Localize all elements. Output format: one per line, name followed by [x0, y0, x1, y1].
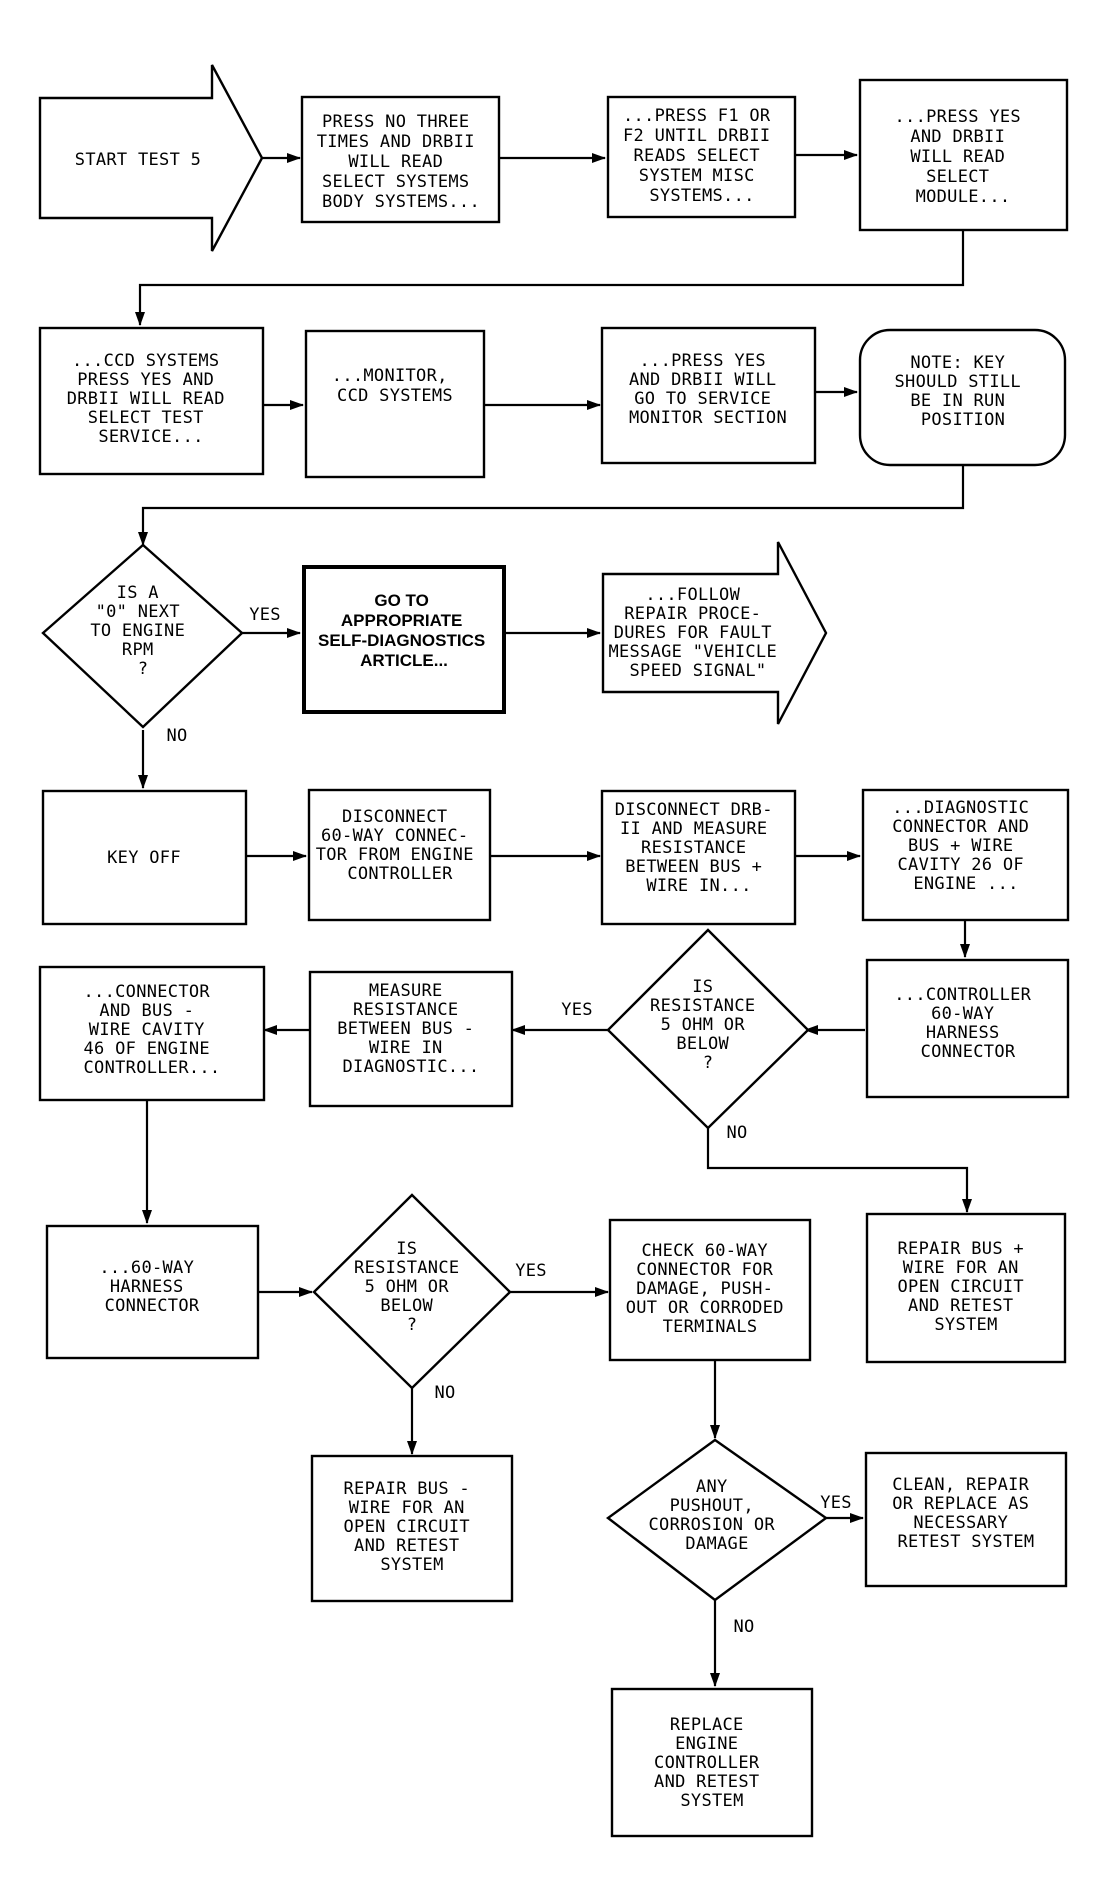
d4-text: ANY PUSHOUT, CORROSION OR DAMAGE: [649, 1477, 786, 1554]
n16-text: ...CONNECTOR AND BUS - WIRE CAVITY 46 OF…: [84, 982, 221, 1078]
box-n1: [300, 95, 501, 224]
d1-text: IS A "0" NEXT TO ENGINE RPM ?: [90, 583, 195, 679]
box-n13: [861, 788, 1070, 922]
edges: [135, 150, 972, 1687]
box-n7: [858, 328, 1067, 467]
box-n6: [600, 326, 817, 465]
d1-yes-label: YES: [249, 605, 281, 625]
box-n20: [310, 1454, 514, 1603]
n10-text: KEY OFF: [107, 848, 181, 868]
box-n10: [41, 789, 248, 926]
n15-text: MEASURE RESISTANCE BETWEEN BUS - WIRE IN…: [337, 981, 485, 1077]
box-n21: [864, 1451, 1068, 1588]
n12-text: DISCONNECT DRB- II AND MEASURE RESISTANC…: [615, 800, 784, 896]
start-arrow-shape: [38, 64, 264, 252]
d4-yes-label: YES: [820, 1493, 852, 1513]
box-n4: [38, 326, 265, 476]
box-n17: [865, 1212, 1067, 1364]
box-n15: [308, 970, 514, 1108]
n17-text: REPAIR BUS + WIRE FOR AN OPEN CIRCUIT AN…: [898, 1239, 1035, 1335]
n2-text: ...PRESS F1 OR F2 UNTIL DRBII READS SELE…: [623, 106, 781, 206]
d2-yes-label: YES: [561, 1000, 593, 1020]
n11-text: DISCONNECT 60-WAY CONNEC- TOR FROM ENGIN…: [316, 807, 485, 884]
d3-yes-label: YES: [515, 1261, 547, 1281]
shapes: [38, 64, 1070, 1838]
d2-text: IS RESISTANCE 5 OHM OR BELOW ?: [650, 977, 766, 1073]
arrow-box-n9: [601, 541, 828, 725]
d4-no-label: NO: [733, 1617, 754, 1637]
n1-text: PRESS NO THREE TIMES AND DRBII WILL READ…: [317, 112, 486, 212]
d2-no-label: NO: [726, 1123, 747, 1143]
edge-n7-d1: [138, 465, 965, 546]
box-n14: [865, 958, 1070, 1099]
n8-text: GO TO APPROPRIATE SELF-DIAGNOSTICS ARTIC…: [318, 591, 490, 670]
box-n2: [606, 95, 797, 219]
start-label: START TEST 5: [75, 150, 201, 170]
diamond-d4: [605, 1438, 829, 1602]
box-n5: [304, 329, 486, 479]
n3-text: ...PRESS YES AND DRBII WILL READ SELECT …: [895, 107, 1032, 207]
d1-no-label: NO: [166, 726, 187, 746]
box-n3: [858, 78, 1069, 232]
n22-text: REPLACE ENGINE CONTROLLER AND RETEST SYS…: [654, 1715, 770, 1811]
box-n19: [608, 1218, 812, 1362]
n7-text: NOTE: KEY SHOULD STILL BE IN RUN POSITIO…: [895, 353, 1032, 430]
box-n12: [600, 789, 797, 926]
n14-text: ...CONTROLLER 60-WAY HARNESS CONNECTOR: [894, 985, 1042, 1062]
n20-text: REPAIR BUS - WIRE FOR AN OPEN CIRCUIT AN…: [344, 1479, 481, 1575]
n9-text: ...FOLLOW REPAIR PROCE- DURES FOR FAULT …: [608, 585, 787, 681]
edge-labels: YES NO YES NO YES NO YES NO: [166, 605, 851, 1637]
n21-text: CLEAN, REPAIR OR REPLACE AS NECESSARY RE…: [892, 1475, 1040, 1552]
n6-text: ...PRESS YES AND DRBII WILL GO TO SERVIC…: [629, 351, 787, 428]
n4-text: ...CCD SYSTEMS PRESS YES AND DRBII WILL …: [67, 351, 236, 447]
n18-text: ...60-WAY HARNESS CONNECTOR: [99, 1258, 204, 1316]
box-n11: [307, 788, 492, 922]
box-n22: [610, 1687, 814, 1838]
d3-no-label: NO: [434, 1383, 455, 1403]
diamond-d1: [41, 543, 244, 729]
d3-text: IS RESISTANCE 5 OHM OR BELOW ?: [354, 1239, 470, 1335]
diamond-d3: [312, 1193, 512, 1390]
edge-d2-n17: [706, 1128, 972, 1213]
n5-text: ...MONITOR, CCD SYSTEMS: [332, 366, 458, 406]
node-texts: START TEST 5 PRESS NO THREE TIMES AND DR…: [67, 106, 1042, 1811]
n19-text: CHECK 60-WAY CONNECTOR FOR DAMAGE, PUSH-…: [626, 1241, 795, 1337]
diamond-d2: [606, 928, 810, 1130]
box-n8: [302, 565, 506, 714]
box-n16: [38, 965, 266, 1102]
box-n18: [45, 1224, 260, 1360]
n13-text: ...DIAGNOSTIC CONNECTOR AND BUS + WIRE C…: [892, 798, 1040, 894]
edge-n3-n4: [135, 230, 965, 326]
